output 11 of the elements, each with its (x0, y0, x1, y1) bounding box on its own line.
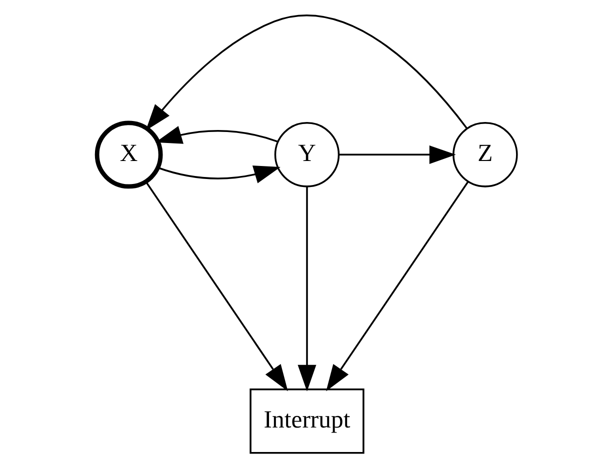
arrow (298, 186, 316, 392)
arrow (155, 126, 278, 144)
node-circle: Y (274, 122, 340, 188)
node-circle: Z (452, 122, 518, 188)
arrow (326, 181, 469, 392)
arrow (339, 145, 456, 164)
arrow (158, 166, 280, 184)
node-circle: X (94, 120, 163, 189)
arrow (145, 181, 288, 392)
node-box: Interrupt (250, 388, 364, 454)
arrow (146, 14, 468, 131)
